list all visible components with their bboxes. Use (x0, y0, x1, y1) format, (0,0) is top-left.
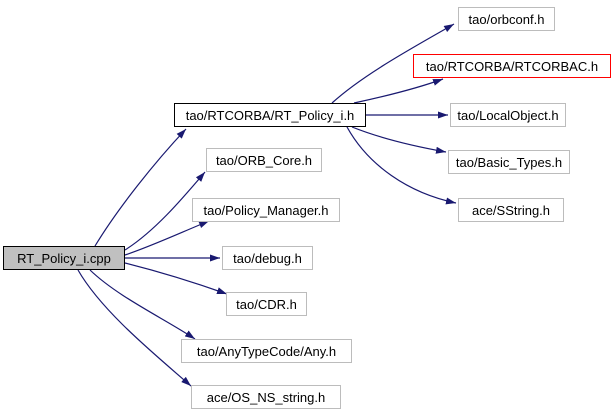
node-label: tao/RTCORBA/RT_Policy_i.h (185, 107, 355, 123)
edge-rt_policy_i_cpp-to-orb_core_h (124, 171, 206, 251)
node-label: ace/OS_NS_string.h (206, 389, 326, 405)
edge-rt_policy_i_h-to-basic_types_h (351, 126, 447, 154)
edge-rt_policy_i_h-to-rtcorbac_h (353, 78, 444, 104)
node-any_h[interactable]: tao/AnyTypeCode/Any.h (181, 339, 352, 363)
edge-rt_policy_i_cpp-to-policy_manager_h (124, 220, 210, 256)
node-label: RT_Policy_i.cpp (17, 250, 111, 266)
edge-rt_policy_i_h-to-orbconf_h (331, 23, 455, 104)
edge-rt_policy_i_cpp-to-cdr_h (124, 262, 228, 295)
node-label: tao/Policy_Manager.h (203, 202, 329, 218)
node-label: ace/SString.h (471, 202, 551, 218)
node-rtcorbac_h[interactable]: tao/RTCORBA/RTCORBAC.h (413, 54, 611, 78)
edge-rt_policy_i_cpp-to-any_h (89, 269, 196, 340)
node-label: tao/AnyTypeCode/Any.h (196, 343, 337, 359)
node-cdr_h[interactable]: tao/CDR.h (226, 292, 307, 316)
node-localobject_h[interactable]: tao/LocalObject.h (450, 103, 566, 127)
node-label: tao/Basic_Types.h (455, 154, 563, 170)
node-sstring_h[interactable]: ace/SString.h (458, 198, 564, 222)
node-label: tao/debug.h (233, 250, 302, 266)
node-label: tao/CDR.h (236, 296, 297, 312)
node-rt_policy_i_cpp: RT_Policy_i.cpp (3, 246, 125, 270)
node-os_ns_string_h[interactable]: ace/OS_NS_string.h (191, 385, 341, 409)
node-label: tao/RTCORBA/RTCORBAC.h (425, 58, 599, 74)
node-orbconf_h[interactable]: tao/orbconf.h (458, 7, 555, 31)
edge-rt_policy_i_cpp-to-os_ns_string_h (77, 269, 192, 387)
edge-rt_policy_i_h-to-sstring_h (346, 126, 457, 205)
edge-rt_policy_i_cpp-to-rt_policy_i_h (94, 128, 187, 247)
node-policy_manager_h[interactable]: tao/Policy_Manager.h (192, 198, 340, 222)
node-label: tao/ORB_Core.h (215, 152, 313, 168)
node-rt_policy_i_h[interactable]: tao/RTCORBA/RT_Policy_i.h (174, 103, 366, 127)
node-debug_h[interactable]: tao/debug.h (222, 246, 313, 270)
node-basic_types_h[interactable]: tao/Basic_Types.h (448, 150, 570, 174)
node-label: tao/orbconf.h (468, 11, 545, 27)
node-label: tao/LocalObject.h (457, 107, 559, 123)
node-orb_core_h[interactable]: tao/ORB_Core.h (206, 148, 322, 172)
